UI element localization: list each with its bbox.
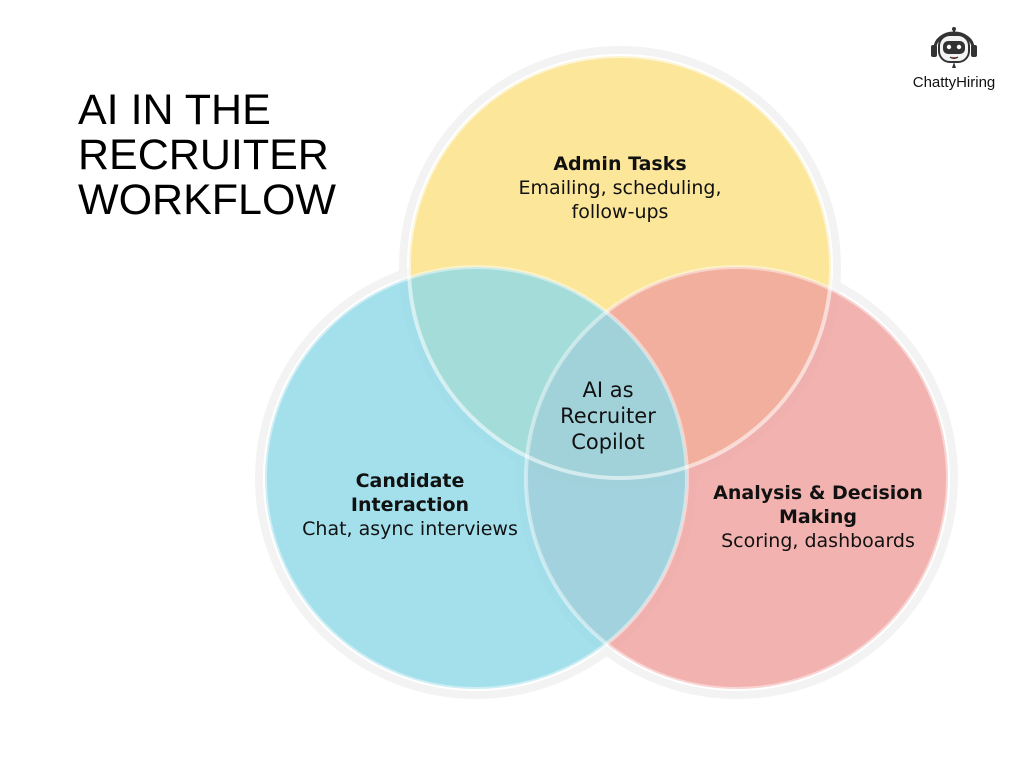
title-line-1: AI IN THE — [78, 86, 271, 134]
center-line-1: AI as — [582, 378, 634, 402]
admin-tasks-label: Admin Tasks Emailing, scheduling, follow… — [485, 152, 755, 224]
center-line-3: Copilot — [571, 430, 645, 454]
center-line-2: Recruiter — [560, 404, 656, 428]
admin-circle-edge — [407, 54, 833, 480]
analysis-desc-1: Scoring, dashboards — [721, 530, 915, 552]
candidate-interaction-label: Candidate Interaction Chat, async interv… — [280, 469, 540, 541]
center-intersection-label: AI as Recruiter Copilot — [530, 377, 686, 455]
candidate-heading-1: Candidate — [355, 470, 465, 492]
page-title: AI IN THE RECRUITER WORKFLOW — [78, 88, 398, 223]
admin-tasks-desc-1: Emailing, scheduling, — [518, 177, 722, 199]
brand-logo: ChattyHiring — [900, 26, 1008, 91]
candidate-circle — [265, 267, 687, 689]
title-line-3: WORKFLOW — [78, 176, 336, 224]
brand-name: ChattyHiring — [912, 74, 996, 91]
title-line-2: RECRUITER — [78, 131, 329, 179]
analysis-heading-1: Analysis & Decision — [713, 482, 923, 504]
analysis-heading-2: Making — [778, 506, 857, 528]
analysis-circle-edge — [524, 265, 950, 691]
candidate-circle-edge — [263, 265, 689, 691]
admin-tasks-heading: Admin Tasks — [553, 153, 687, 175]
analysis-label: Analysis & Decision Making Scoring, dash… — [700, 481, 936, 553]
admin-tasks-desc-2: follow-ups — [571, 201, 669, 223]
candidate-heading-2: Interaction — [350, 494, 470, 516]
robot-icon — [931, 27, 977, 68]
candidate-desc-1: Chat, async interviews — [302, 518, 518, 540]
